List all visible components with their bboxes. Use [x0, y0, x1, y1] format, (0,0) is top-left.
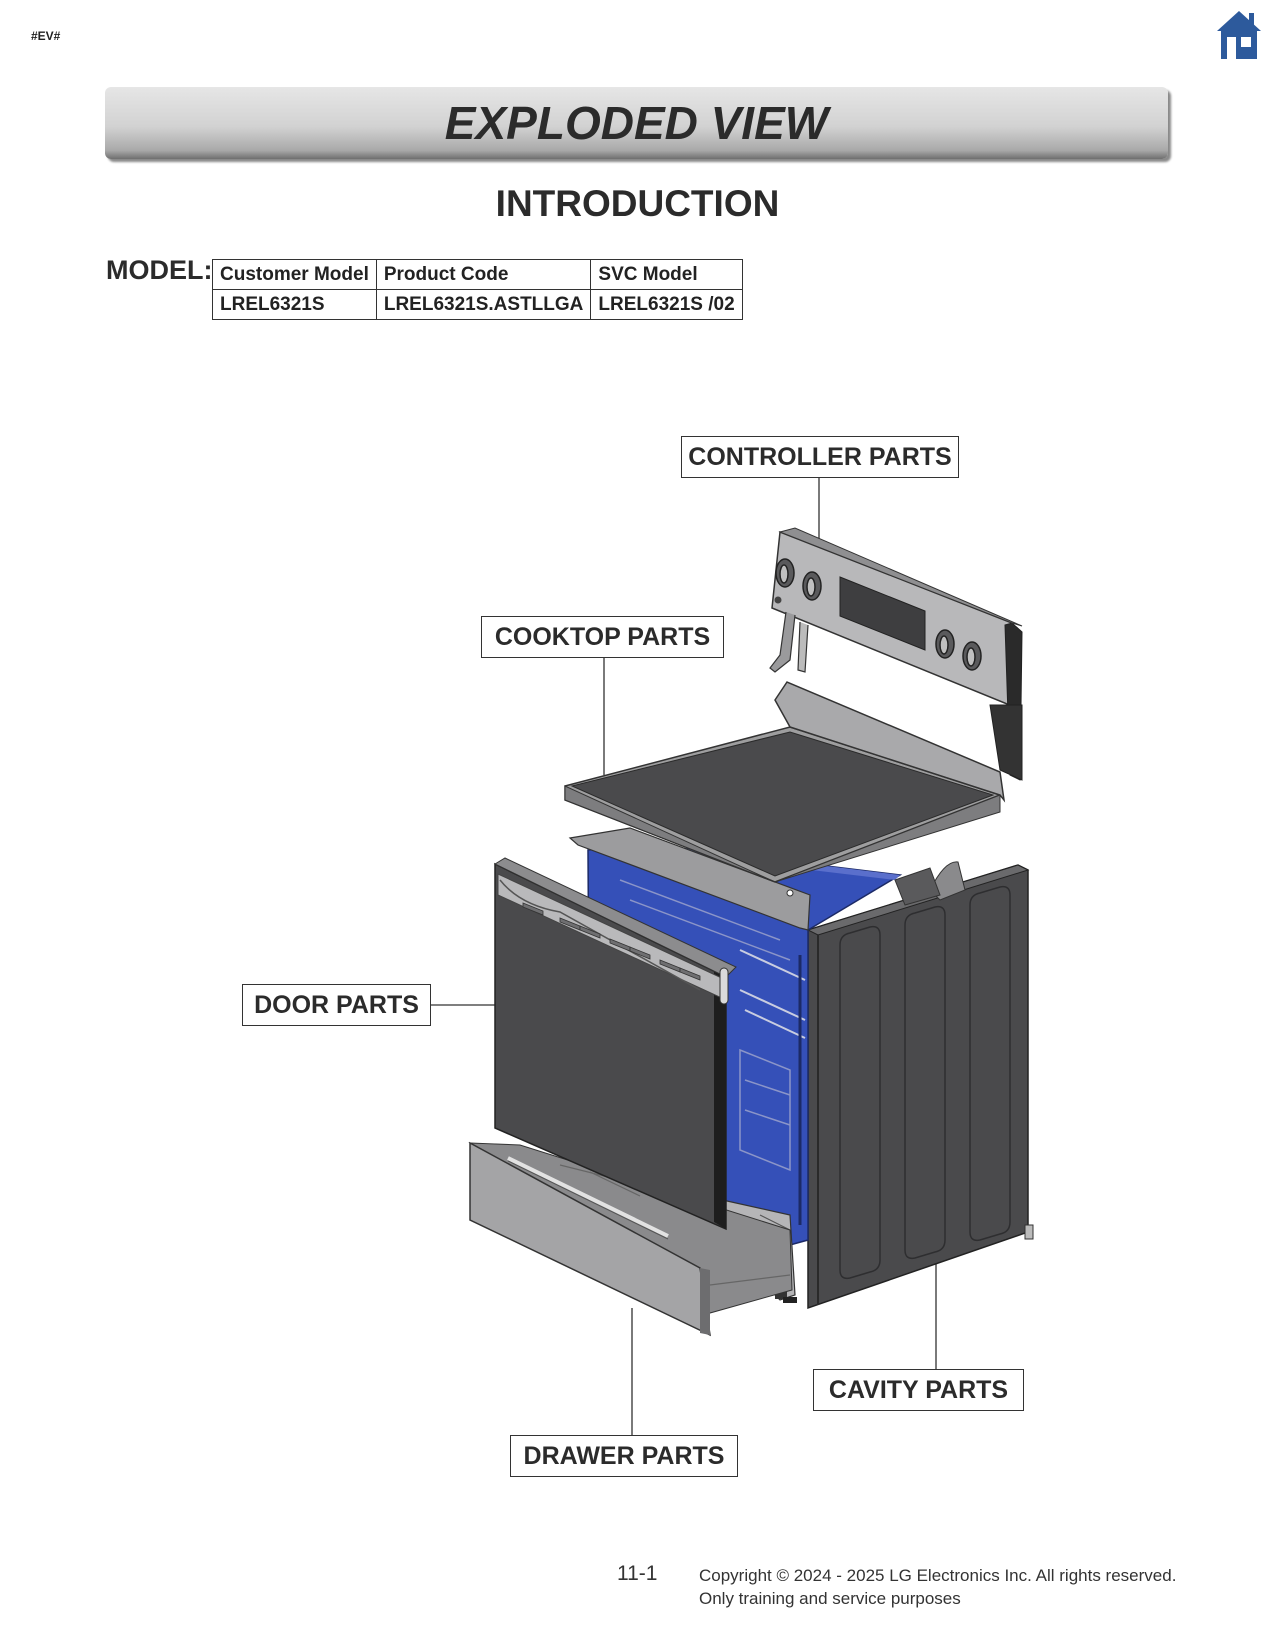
drawer-parts-label[interactable]: DRAWER PARTS: [510, 1435, 738, 1477]
page-title: EXPLODED VIEW: [444, 97, 829, 149]
drawer-assembly: [468, 1141, 793, 1337]
model-table-header: Product Code: [375, 259, 592, 290]
controller-assembly: [769, 527, 1023, 781]
copyright-notice: Copyright © 2024 - 2025 LG Electronics I…: [699, 1564, 1176, 1610]
copyright-line: Copyright © 2024 - 2025 LG Electronics I…: [699, 1566, 1177, 1585]
cooktop-parts-label[interactable]: COOKTOP PARTS: [481, 616, 724, 658]
model-table-cell: LREL6321S: [212, 289, 377, 320]
model-table-header: Customer Model: [212, 259, 377, 290]
door-parts-label[interactable]: DOOR PARTS: [242, 984, 431, 1026]
model-table-cell: LREL6321S.ASTLLGA: [375, 289, 592, 320]
usage-notice: Only training and service purposes: [699, 1589, 961, 1608]
cooktop-assembly: [564, 681, 1006, 906]
page-tag: #EV#: [31, 29, 61, 43]
page-number: 11-1: [617, 1562, 658, 1585]
model-table: Customer Model Product Code SVC Model LR…: [212, 259, 743, 320]
controller-parts-label[interactable]: CONTROLLER PARTS: [681, 436, 959, 478]
section-subtitle: INTRODUCTION: [495, 183, 780, 224]
home-icon[interactable]: [1217, 11, 1261, 59]
model-table-row: LREL6321S LREL6321S.ASTLLGA LREL6321S /0…: [212, 289, 743, 320]
title-banner: EXPLODED VIEW: [105, 87, 1168, 159]
model-table-header-row: Customer Model Product Code SVC Model: [212, 259, 743, 290]
cavity-parts-label[interactable]: CAVITY PARTS: [813, 1369, 1024, 1411]
model-table-header: SVC Model: [590, 259, 743, 290]
model-label: MODEL:: [106, 255, 213, 285]
model-table-cell: LREL6321S /02: [590, 289, 743, 320]
door-assembly: [493, 857, 737, 1231]
